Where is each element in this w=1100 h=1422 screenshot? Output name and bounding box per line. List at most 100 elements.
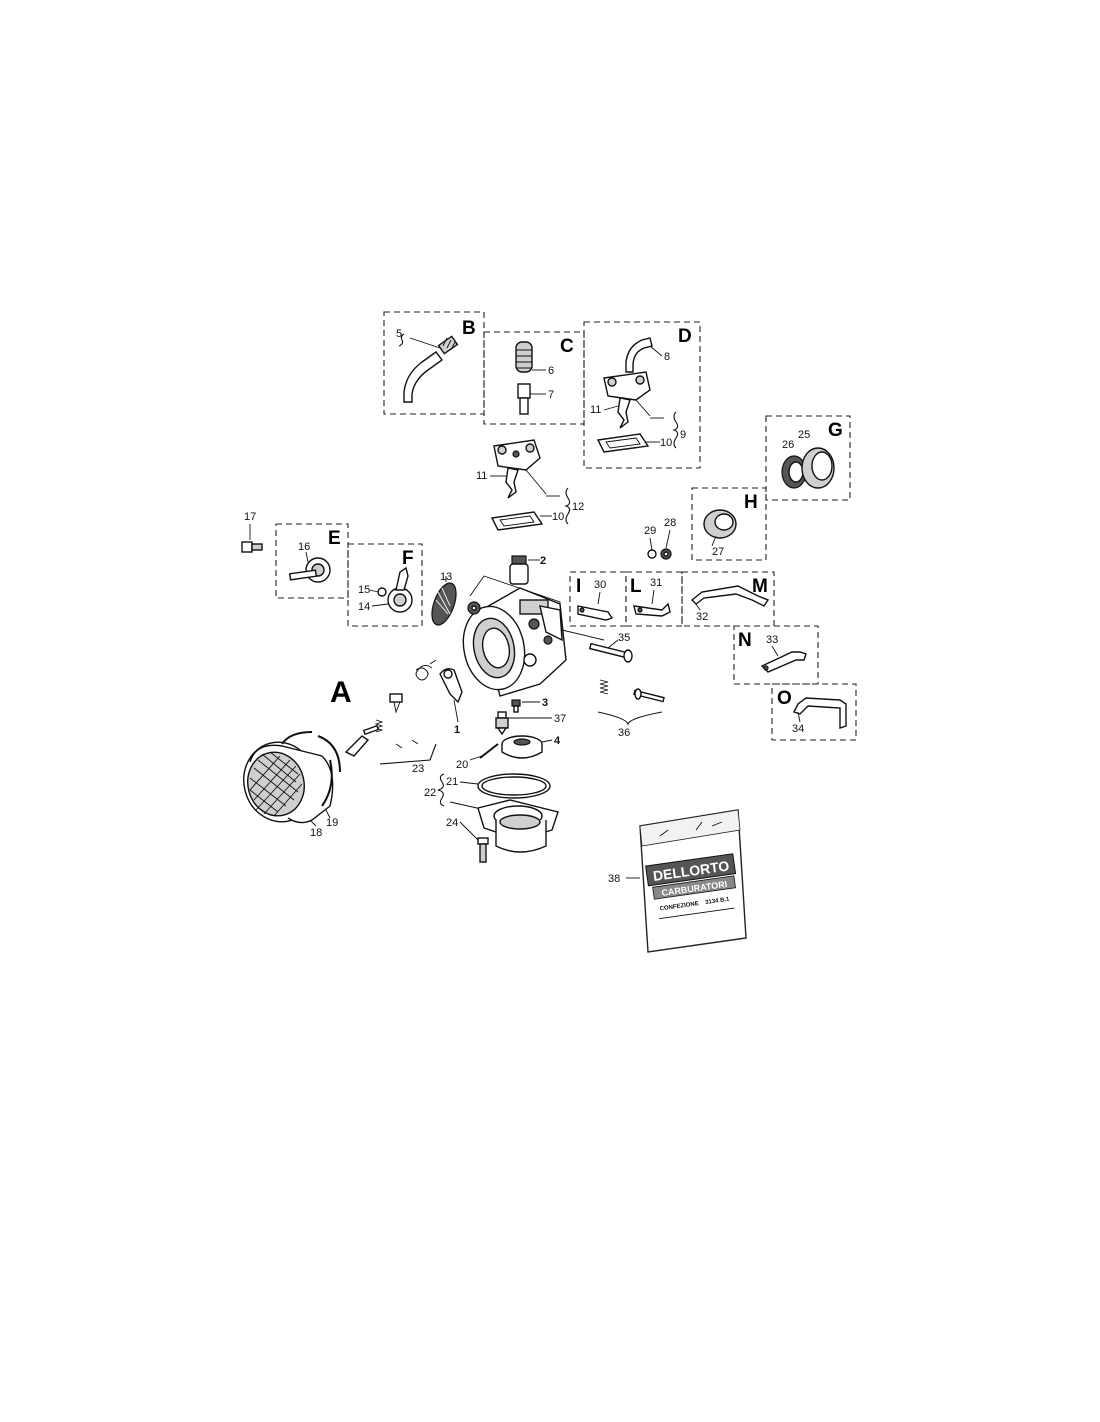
- part-31-lever: [633, 602, 671, 617]
- label-13: 13: [440, 571, 452, 583]
- label-11: 11: [476, 470, 487, 482]
- label-22: 22: [424, 787, 436, 799]
- part-13-diaphragm: [431, 582, 457, 626]
- part-27-sleeve: [703, 509, 737, 539]
- part-4-bowl-cap: [501, 735, 543, 759]
- group-label-m: M: [752, 576, 768, 597]
- bracket-5: [398, 333, 405, 347]
- part-nut-body: [467, 601, 481, 615]
- label-29: 29: [644, 525, 656, 537]
- label-15: 15: [358, 584, 370, 596]
- part-1-choke-lever: [439, 667, 463, 704]
- label-11-d: 11: [590, 404, 601, 416]
- part-36-spring-screw: [599, 679, 665, 703]
- part-6-filter-sleeve: [515, 341, 533, 373]
- part-25-threaded-ring: [801, 447, 835, 489]
- part-7-fitting: [517, 383, 531, 415]
- label-12: 12: [572, 501, 584, 513]
- label-19: 19: [326, 817, 338, 829]
- part-5-hose-fitting: [403, 335, 459, 403]
- label-7: 7: [548, 389, 554, 401]
- label-35: 35: [618, 632, 630, 644]
- part-lever-a: [344, 724, 380, 757]
- bracket-12: [564, 487, 571, 525]
- bag-line1-text: CONFEZIONE: [659, 901, 699, 912]
- label-2: 2: [540, 555, 546, 567]
- label-9: 9: [680, 429, 686, 441]
- label-4: 4: [554, 735, 561, 747]
- label-32: 32: [696, 611, 708, 623]
- label-24: 24: [446, 817, 458, 829]
- part-12-pump-assembly: [493, 439, 541, 499]
- bracket-22: [437, 773, 445, 807]
- group-label-d: D: [678, 326, 692, 347]
- group-box-h: [691, 487, 767, 561]
- bracket-36: [597, 711, 663, 726]
- label-27: 27: [712, 546, 724, 558]
- part-33-lever: [760, 651, 807, 673]
- part-37-jet: [495, 711, 509, 736]
- part-20-needle: [479, 743, 499, 759]
- group-label-n: N: [738, 630, 752, 651]
- label-18: 18: [310, 827, 322, 839]
- label-16: 16: [298, 541, 310, 553]
- group-box-m: [681, 571, 775, 627]
- part-38-kit-bag: DELLORTO CARBURATORI CONFEZIONE 3134 B.1: [639, 809, 747, 953]
- main-group-label-a: A: [330, 676, 352, 709]
- part-14-lever-disc: [387, 566, 413, 613]
- label-25: 25: [798, 429, 810, 441]
- part-spring-small-a: [374, 719, 384, 733]
- group-label-e: E: [328, 528, 341, 549]
- group-label-i: I: [576, 576, 581, 597]
- label-37: 37: [554, 713, 566, 725]
- group-label-f: F: [402, 548, 414, 569]
- label-6: 6: [548, 365, 554, 377]
- label-21: 21: [446, 776, 458, 788]
- label-17: 17: [244, 511, 256, 523]
- label-23: 23: [412, 763, 424, 775]
- part-15-washer: [377, 587, 387, 597]
- group-label-g: G: [828, 420, 843, 441]
- group-label-o: O: [777, 688, 792, 709]
- part-34-throttle-lever: [793, 697, 847, 729]
- label-31: 31: [650, 577, 662, 589]
- part-19-clip: [281, 731, 341, 807]
- group-box-o: [771, 683, 857, 741]
- label-34: 34: [792, 723, 804, 735]
- part-16-lever-disc: [288, 557, 331, 583]
- label-1: 1: [454, 724, 460, 736]
- label-26: 26: [782, 439, 794, 451]
- bracket-23: [379, 743, 437, 765]
- label-10: 10: [552, 511, 564, 523]
- group-box-d: [583, 321, 701, 469]
- part-8-hose: [625, 337, 653, 373]
- label-28: 28: [664, 517, 676, 529]
- part-22-intake-flange: [477, 799, 559, 853]
- label-8: 8: [664, 351, 670, 363]
- group-label-b: B: [462, 318, 476, 339]
- part-28-nut: [660, 548, 672, 560]
- part-35-screw: [588, 642, 633, 663]
- group-box-e: [275, 523, 349, 599]
- group-label-h: H: [744, 492, 758, 513]
- part-32-bracket: [690, 585, 770, 607]
- group-label-l: L: [630, 576, 642, 597]
- bag-code-text: 3134 B.1: [705, 897, 731, 906]
- label-10-d: 10: [660, 437, 672, 449]
- label-36: 36: [618, 727, 630, 739]
- group-box-g: [765, 415, 851, 501]
- label-5: 5: [396, 328, 402, 340]
- label-20: 20: [456, 759, 468, 771]
- part-3-screw: [511, 699, 521, 713]
- part-screw-a: [389, 693, 403, 714]
- part-29-washer: [647, 549, 657, 559]
- group-label-c: C: [560, 336, 574, 357]
- bracket-9: [672, 411, 679, 449]
- part-21-gasket: [477, 773, 551, 799]
- label-3: 3: [542, 697, 548, 709]
- label-33: 33: [766, 634, 778, 646]
- part-10-gasket-d: [596, 433, 650, 453]
- label-30: 30: [594, 579, 606, 591]
- part-30-lever: [577, 605, 614, 621]
